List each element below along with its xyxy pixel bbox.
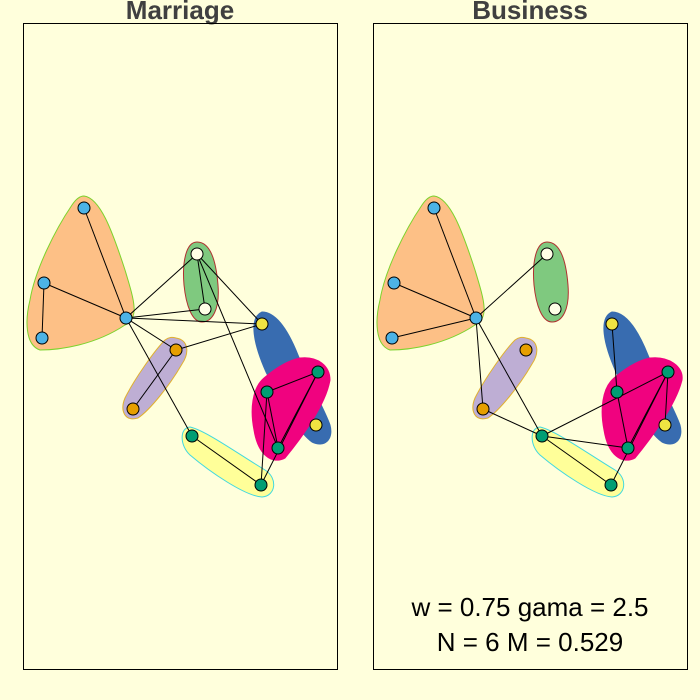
- business-edges: [391, 207, 669, 486]
- network-node: [126, 402, 140, 416]
- network-node: [605, 317, 619, 331]
- network-node: [119, 311, 133, 325]
- network-node: [658, 418, 672, 432]
- network-node: [37, 276, 51, 290]
- network-node: [260, 385, 274, 399]
- network-node: [35, 331, 49, 345]
- network-node: [469, 311, 483, 325]
- network-node: [385, 331, 399, 345]
- network-node: [604, 478, 618, 492]
- marriage-edges: [41, 207, 319, 486]
- network-node: [255, 317, 269, 331]
- network-node: [77, 201, 91, 215]
- community-orange: [26, 195, 135, 351]
- network-node: [309, 418, 323, 432]
- community-purple: [472, 336, 538, 420]
- network-node: [311, 365, 325, 379]
- network-node: [540, 247, 554, 261]
- network-node: [271, 441, 285, 455]
- network-node: [548, 302, 562, 316]
- business-panel-frame: [373, 23, 688, 670]
- marriage-nodes: [35, 201, 325, 492]
- business-panel-title: Business: [472, 0, 588, 25]
- network-node: [254, 478, 268, 492]
- stats-line-2: N = 6 M = 0.529: [436, 627, 624, 657]
- network-node: [610, 385, 624, 399]
- network-node: [427, 201, 441, 215]
- network-node: [661, 365, 675, 379]
- network-node: [535, 429, 549, 443]
- network-node: [387, 276, 401, 290]
- network-node: [519, 343, 533, 357]
- network-node: [198, 302, 212, 316]
- network-node: [621, 441, 635, 455]
- stats-line-1: w = 0.75 gama = 2.5: [411, 592, 649, 622]
- community-magenta: [251, 357, 331, 461]
- network-node: [185, 429, 199, 443]
- business-nodes: [385, 201, 675, 492]
- network-node: [169, 343, 183, 357]
- network-node: [476, 402, 490, 416]
- marriage-panel-frame: [23, 23, 338, 670]
- stats-annotation: w = 0.75 gama = 2.5 N = 6 M = 0.529: [373, 590, 687, 660]
- community-orange: [376, 195, 485, 351]
- marriage-panel-title: Marriage: [125, 0, 235, 25]
- network-node: [190, 247, 204, 261]
